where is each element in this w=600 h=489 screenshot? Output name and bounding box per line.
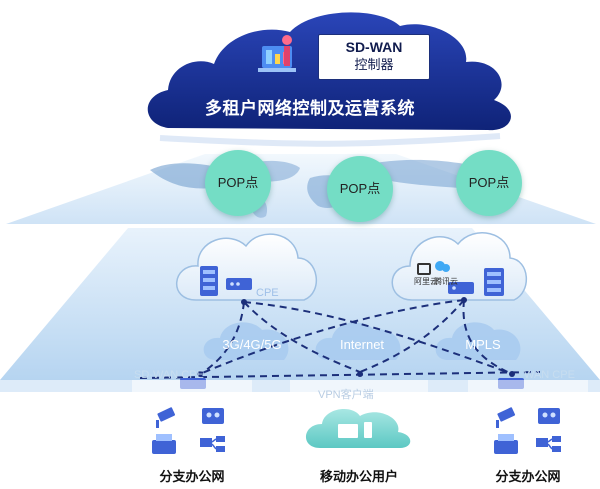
mpls-link-label: MPLS	[465, 337, 501, 352]
alibaba-cloud-icon	[417, 263, 431, 275]
alibaba-cloud-label: 阿里云	[414, 277, 438, 286]
left-cpe-faint-label: SD-WAN CPE	[134, 369, 204, 381]
vpn-client-faint-label: VPN客户端	[318, 389, 374, 401]
left-site-panel	[132, 380, 252, 482]
router-icon	[448, 282, 474, 294]
controller-subtitle: 控制器	[354, 57, 394, 72]
right-folder-tree-icon	[536, 436, 561, 452]
right-cpe-faint-label: WAN CPE	[524, 369, 575, 381]
server-rack-icon	[200, 266, 218, 296]
controller-title: SD-WAN	[345, 39, 403, 55]
controller-box: SD-WAN 控制器	[318, 34, 430, 80]
tencent-cloud-label: 腾讯云	[434, 277, 458, 286]
analytics-icon	[258, 35, 296, 72]
left-folder-tree-icon	[200, 436, 225, 452]
left-camera-icon	[156, 407, 176, 428]
mobile-link-label: 3G/4G/5G	[222, 337, 282, 352]
left-video-conference-icon	[202, 408, 224, 424]
pop-node-right: POP点	[456, 150, 522, 216]
right-video-conference-icon	[538, 408, 560, 424]
tencent-cloud-icon	[435, 261, 450, 272]
left-printer-icon	[152, 434, 176, 454]
phone-icon	[364, 422, 372, 438]
internet-link-bubble	[315, 322, 401, 360]
right-printer-icon	[494, 434, 518, 454]
connection-nodes	[197, 297, 515, 377]
connection-paths	[139, 299, 541, 379]
right-site-panel	[468, 380, 588, 482]
router-icon	[226, 278, 252, 290]
mobile-users-cloud	[305, 409, 411, 448]
right-network-cloud	[391, 232, 528, 301]
server-rack-icon	[484, 268, 504, 296]
platform-title: 多租户网络控制及运营系统	[205, 99, 415, 118]
right-site-label: 分支办公网	[495, 469, 561, 484]
pop-node-center: POP点	[327, 156, 393, 222]
left-cloud-cpe-label: CPE	[256, 287, 279, 299]
right-camera-icon	[496, 407, 516, 428]
left-site-label: 分支办公网	[159, 469, 225, 484]
left-network-cloud	[176, 233, 318, 301]
mpls-link-bubble	[435, 322, 521, 360]
internet-link-label: Internet	[339, 337, 385, 352]
mobile-site-label: 移动办公用户	[319, 469, 398, 484]
laptop-icon	[338, 424, 358, 438]
pop-node-left: POP点	[205, 150, 271, 216]
